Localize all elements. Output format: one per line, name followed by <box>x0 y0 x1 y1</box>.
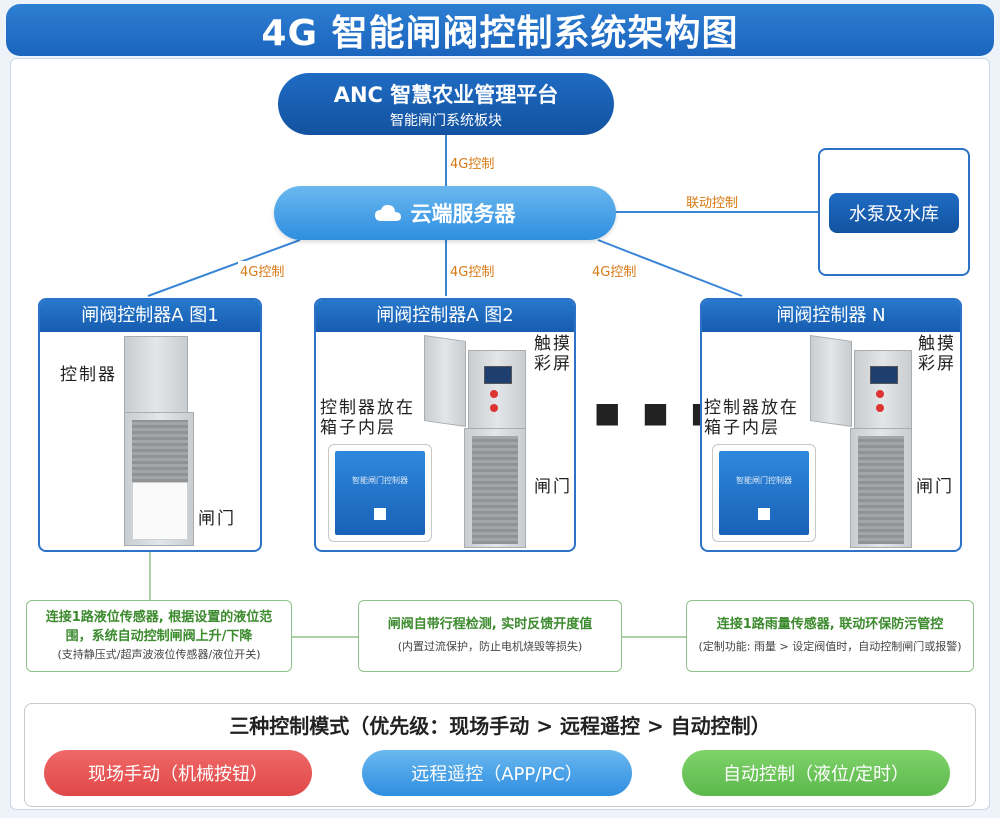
panel-n-gate-label: 闸门 <box>916 477 954 497</box>
button-red-icon <box>876 404 884 412</box>
note-1-line-1: 连接1路液位传感器, 根据设置的液位范 <box>45 610 273 625</box>
note-1-sub: (支持静压式/超声波液位传感器/液位开关) <box>57 648 261 661</box>
mode-manual: 现场手动（机械按钮） <box>44 750 312 796</box>
panel-n-cabinet-door <box>810 335 852 427</box>
label-cloud-pump: 联动控制 <box>684 192 741 211</box>
panel-2-device-text: 智能闸门控制器 <box>352 476 408 485</box>
panel-1-cabinet <box>124 336 188 414</box>
panel-n-title: 闸阀控制器 N <box>702 300 960 332</box>
diagram-title: 4G 智能闸阀控制系统架构图 <box>6 4 994 56</box>
label-cloud-mid: 4G控制 <box>448 261 497 280</box>
qr-code-icon <box>374 508 386 520</box>
panel-n-inner-label-2: 箱子内层 <box>704 418 780 438</box>
cloud-icon <box>374 204 401 221</box>
platform-name: ANC 智慧农业管理平台 <box>333 83 559 107</box>
panel-2-inner-label: 控制器放在 箱子内层 <box>320 398 415 438</box>
panel-n-touch-label: 触摸 彩屏 <box>918 334 956 374</box>
panel-2-gate <box>472 436 518 544</box>
label-cloud-right: 4G控制 <box>590 261 639 280</box>
panel-n-cabinet <box>854 350 912 430</box>
note-travel-detection: 闸阀自带行程检测, 实时反馈开度值 (内置过流保护，防止电机烧毁等损失) <box>358 600 622 672</box>
panel-n-touch-label-1: 触摸 <box>918 334 956 354</box>
pump-node: 水泵及水库 <box>829 193 959 233</box>
panel-2-gate-label: 闸门 <box>534 477 572 497</box>
qr-code-icon <box>758 508 770 520</box>
label-cloud-left: 4G控制 <box>238 261 287 280</box>
panel-2-cabinet <box>468 350 526 430</box>
panel-n-controller-device: 智能闸门控制器 <box>712 444 816 542</box>
cloud-server-label: 云端服务器 <box>410 202 516 226</box>
note-2-line-1: 闸阀自带行程检测, 实时反馈开度值 <box>387 617 593 632</box>
button-red-icon <box>490 404 498 412</box>
panel-1-gate-lower <box>132 482 188 540</box>
panel-n-inner-label-1: 控制器放在 <box>704 398 799 418</box>
panel-n-inner-label: 控制器放在 箱子内层 <box>704 398 799 438</box>
panel-1-gate-upper <box>132 420 188 482</box>
mode-remote: 远程遥控（APP/PC） <box>362 750 632 796</box>
panel-2-touch-label-2: 彩屏 <box>534 354 572 374</box>
platform-module: 智能闸门系统板块 <box>390 113 502 129</box>
touchscreen-icon <box>484 366 512 384</box>
panel-1-gate-label: 闸门 <box>198 509 236 529</box>
panel-n-device-text: 智能闸门控制器 <box>736 476 792 485</box>
panel-2-inner-label-2: 箱子内层 <box>320 418 396 438</box>
platform-node: ANC 智慧农业管理平台 智能闸门系统板块 <box>278 73 614 135</box>
line-cloud-right <box>597 239 743 297</box>
panel-2-touch-label: 触摸 彩屏 <box>534 334 572 374</box>
control-modes-title: 三种控制模式（优先级：现场手动 > 远程遥控 > 自动控制） <box>229 714 771 738</box>
panel-n-gate <box>858 436 904 544</box>
note-3-sub: (定制功能: 雨量 > 设定阀值时，自动控制闸门或报警) <box>698 640 962 653</box>
note-level-sensor: 连接1路液位传感器, 根据设置的液位范 围，系统自动控制闸阀上升/下降 (支持静… <box>26 600 292 672</box>
panel-2-touch-label-1: 触摸 <box>534 334 572 354</box>
button-red-icon <box>490 390 498 398</box>
panel-n-touch-label-2: 彩屏 <box>918 354 956 374</box>
panel-2-inner-label-1: 控制器放在 <box>320 398 415 418</box>
note-3-line-1: 连接1路雨量传感器, 联动环保防污管控 <box>716 617 944 632</box>
note-1-line-2: 围，系统自动控制闸阀上升/下降 <box>65 629 253 644</box>
label-platform-cloud: 4G控制 <box>448 153 497 172</box>
note-rain-sensor: 连接1路雨量传感器, 联动环保防污管控 (定制功能: 雨量 > 设定阀值时，自动… <box>686 600 974 672</box>
panel-2-controller-device: 智能闸门控制器 <box>328 444 432 542</box>
mode-auto: 自动控制（液位/定时） <box>682 750 950 796</box>
panel-1-controller-label: 控制器 <box>60 365 117 385</box>
line-cloud-left <box>147 239 301 297</box>
panel-1-title: 闸阀控制器A 图1 <box>40 300 260 332</box>
panel-2-title: 闸阀控制器A 图2 <box>316 300 574 332</box>
touchscreen-icon <box>870 366 898 384</box>
note-2-sub: (内置过流保护，防止电机烧毁等损失) <box>397 640 583 653</box>
button-red-icon <box>876 390 884 398</box>
cloud-server-node: 云端服务器 <box>274 186 616 240</box>
panel-2-cabinet-door <box>424 335 466 427</box>
